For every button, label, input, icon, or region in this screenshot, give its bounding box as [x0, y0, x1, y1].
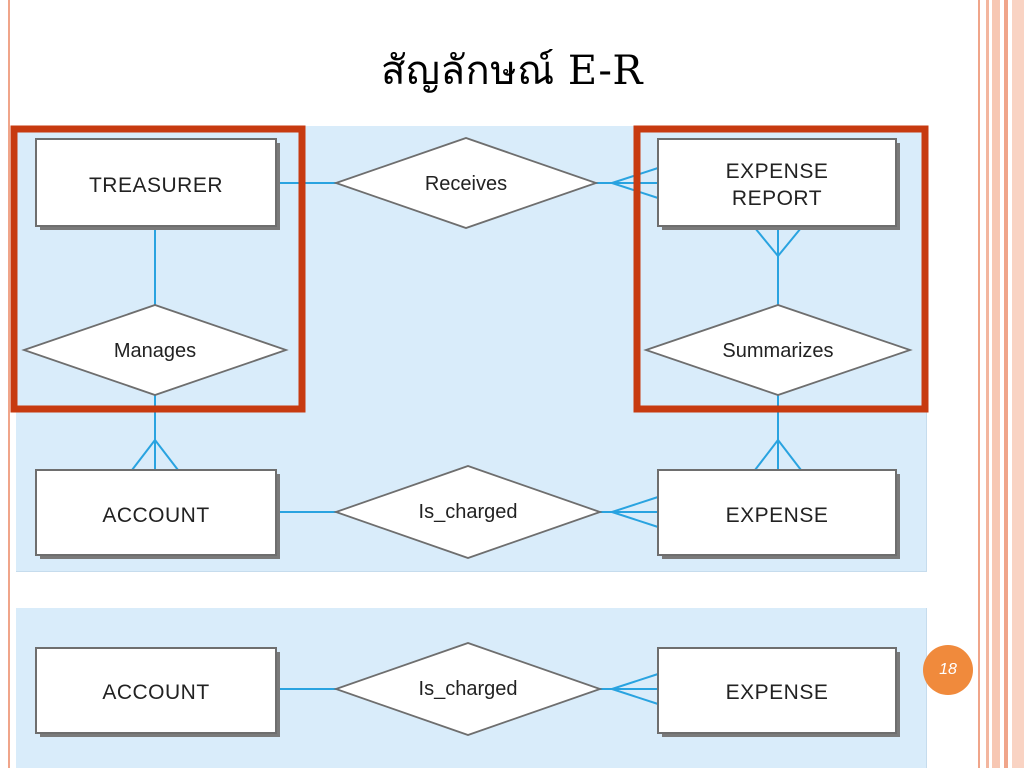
relationship-receives-label: Receives [425, 173, 507, 195]
entity-account-top-label: ACCOUNT [102, 504, 209, 527]
entity-expense-top-label: EXPENSE [726, 504, 829, 527]
highlight-box-right [633, 125, 929, 413]
entity-treasurer-label: TREASURER [89, 174, 223, 197]
relationship-receives: Receives [333, 137, 599, 229]
left-border-line [8, 0, 10, 768]
entity-expense-report: EXPENSE REPORT [657, 138, 900, 230]
right-decorative-stripes [978, 0, 1024, 768]
entity-expense-report-label-line1: EXPENSE [726, 160, 829, 183]
entity-expense-top: EXPENSE [657, 469, 900, 559]
entity-account-bottom-label: ACCOUNT [102, 681, 209, 704]
relationship-summarizes: Summarizes [643, 304, 913, 396]
entity-expense-bottom: EXPENSE [657, 647, 900, 737]
entity-expense-bottom-label: EXPENSE [726, 681, 829, 704]
entity-treasurer: TREASURER [35, 138, 280, 230]
entity-expense-report-label-line2: REPORT [732, 187, 822, 210]
relationship-is-charged-top-label: Is_charged [419, 501, 518, 523]
relationship-manages: Manages [21, 304, 289, 396]
entity-account-top: ACCOUNT [35, 469, 280, 559]
relationship-is-charged-bottom-label: Is_charged [419, 678, 518, 700]
page-number-badge: 18 [923, 645, 973, 695]
slide-title: สัญลักษณ์ E-R [381, 48, 643, 94]
relationship-is-charged-bottom: Is_charged [333, 642, 603, 736]
relationship-is-charged-top: Is_charged [333, 465, 603, 559]
relationship-summarizes-label: Summarizes [722, 340, 833, 362]
entity-account-bottom: ACCOUNT [35, 647, 280, 737]
highlight-box-left [10, 125, 306, 413]
connector-lines-bottom [278, 673, 659, 705]
relationship-manages-label: Manages [114, 340, 196, 362]
